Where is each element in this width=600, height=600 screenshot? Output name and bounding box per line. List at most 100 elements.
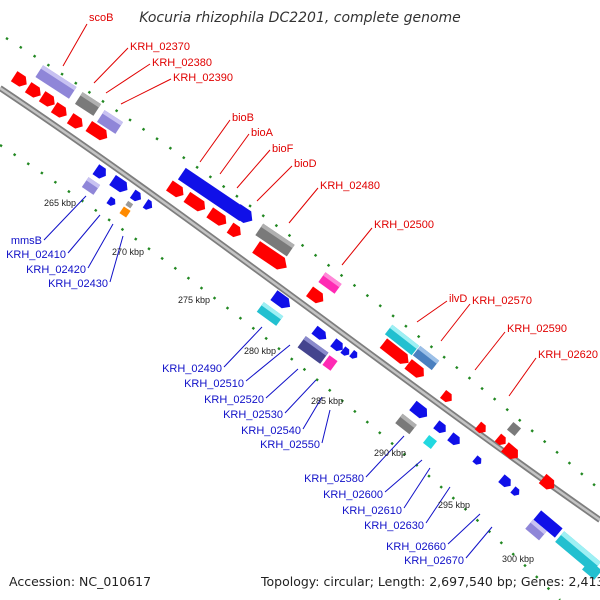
feature-reverse-blue[interactable] <box>498 474 514 489</box>
gene-label[interactable]: KRH_02370 <box>130 41 190 53</box>
feature-KRH_02430[interactable] <box>125 200 134 209</box>
gene-label[interactable]: KRH_02600 <box>323 489 383 501</box>
feature-reverse-blue[interactable] <box>109 174 131 195</box>
feature-forward-red[interactable] <box>501 442 522 462</box>
gene-label[interactable]: KRH_02580 <box>304 473 364 485</box>
feature-reverse-blue[interactable] <box>142 199 155 212</box>
gene-label[interactable]: KRH_02620 <box>538 349 598 361</box>
feature-reverse-blue[interactable] <box>340 346 351 357</box>
position-ticks: 265 kbp 270 kbp 275 kbp 280 kbp 285 kbp … <box>44 198 534 564</box>
feature-forward-red[interactable] <box>50 102 70 120</box>
feature-KRH_02660[interactable] <box>533 510 563 538</box>
feature-mmsB[interactable] <box>81 177 101 195</box>
genome-backbone-highlight <box>0 86 600 522</box>
feature-KRH_02600[interactable] <box>447 432 463 447</box>
feature-forward-red[interactable] <box>85 120 111 143</box>
feature-forward-red[interactable] <box>474 421 489 436</box>
feature-reverse-blue[interactable] <box>129 189 144 204</box>
feature-KRH_02480[interactable] <box>255 223 295 257</box>
feature-KRH_02570[interactable] <box>412 345 440 371</box>
outer-dotted-track <box>5 36 600 491</box>
feature-KRH_02540[interactable] <box>322 355 338 371</box>
gene-label[interactable]: KRH_02430 <box>48 278 108 290</box>
gene-label[interactable]: mmsB <box>11 235 42 247</box>
gene-label[interactable]: bioB <box>232 112 254 124</box>
feature-KRH_02420[interactable] <box>119 206 131 218</box>
gene-label[interactable]: scoB <box>89 12 113 24</box>
feature-forward-red[interactable] <box>226 222 244 240</box>
forward-strand-labels: scoB KRH_02370 KRH_02380 KRH_02390 bioB … <box>89 12 598 361</box>
callout-line <box>302 396 323 430</box>
position-tick: 290 kbp <box>374 448 406 458</box>
feature-KRH_02410[interactable] <box>106 196 117 207</box>
position-tick: 265 kbp <box>44 198 76 208</box>
gene-label[interactable]: KRH_02500 <box>374 219 434 231</box>
feature-KRH_02390[interactable] <box>96 110 124 134</box>
feature-bioA[interactable] <box>232 204 257 226</box>
gene-label[interactable]: KRH_02420 <box>26 264 86 276</box>
gene-label[interactable]: bioA <box>251 127 274 139</box>
feature-reverse-blue[interactable] <box>270 290 293 311</box>
feature-KRH_02520[interactable] <box>297 336 329 364</box>
feature-KRH_02370[interactable] <box>74 92 102 116</box>
feature-reverse-blue[interactable] <box>510 486 521 497</box>
gene-label[interactable]: KRH_02530 <box>223 409 283 421</box>
feature-KRH_02500[interactable] <box>318 272 342 294</box>
feature-forward-red[interactable] <box>379 338 413 367</box>
feature-KRH_02670[interactable] <box>525 519 547 541</box>
reverse-strand-labels: mmsB KRH_02410 KRH_02420 KRH_02430 KRH_0… <box>6 235 464 567</box>
feature-KRH_02510[interactable] <box>311 325 329 343</box>
feature-reverse-cyan[interactable] <box>582 560 600 580</box>
feature-bioD[interactable] <box>206 207 229 228</box>
feature-bioF[interactable] <box>183 191 209 214</box>
position-tick: 270 kbp <box>112 247 144 257</box>
gene-label[interactable]: KRH_02410 <box>6 249 66 261</box>
feature-forward-red[interactable] <box>24 82 44 100</box>
feature-forward-red[interactable] <box>404 359 427 381</box>
feature-reverse-blue[interactable] <box>330 338 346 353</box>
gene-label[interactable]: KRH_02660 <box>386 541 446 553</box>
callout-line <box>416 300 448 323</box>
feature-forward-red[interactable] <box>166 180 187 200</box>
gene-label[interactable]: KRH_02630 <box>364 520 424 532</box>
feature-forward-red[interactable] <box>538 473 558 493</box>
genome-title: Kocuria rhizophila DC2201, complete geno… <box>139 10 461 26</box>
gene-label[interactable]: KRH_02540 <box>241 425 301 437</box>
feature-forward-red[interactable] <box>10 71 30 89</box>
feature-reverse-blue[interactable] <box>409 400 431 422</box>
gene-label[interactable]: KRH_02670 <box>404 555 464 567</box>
gene-label[interactable]: KRH_02380 <box>152 57 212 69</box>
gene-label[interactable]: KRH_02520 <box>204 394 264 406</box>
inner-dotted-track <box>0 143 561 600</box>
feature-KRH_02630[interactable] <box>472 455 483 466</box>
feature-scoB[interactable] <box>35 65 77 99</box>
feature-forward-red[interactable] <box>494 433 509 448</box>
feature-forward-red[interactable] <box>66 113 86 131</box>
gene-label[interactable]: KRH_02390 <box>173 72 233 84</box>
gene-label[interactable]: bioD <box>294 158 317 170</box>
gene-label[interactable]: bioF <box>272 143 294 155</box>
gene-label[interactable]: ilvD <box>449 293 467 305</box>
feature-KRH_02610[interactable] <box>422 434 438 450</box>
gene-label[interactable]: KRH_02570 <box>472 295 532 307</box>
gene-label[interactable]: KRH_02480 <box>320 180 380 192</box>
gene-label[interactable]: KRH_02550 <box>260 439 320 451</box>
feature-reverse-blue[interactable] <box>349 350 359 361</box>
feature-KRH_02620[interactable] <box>506 421 522 437</box>
feature-KRH_02490[interactable] <box>256 302 284 326</box>
feature-reverse-blue[interactable] <box>433 420 449 435</box>
feature-forward-red[interactable] <box>252 241 291 273</box>
feature-forward-red[interactable] <box>38 91 58 109</box>
gene-label[interactable]: KRH_02610 <box>342 505 402 517</box>
gene-label[interactable]: KRH_02510 <box>184 378 244 390</box>
gene-label[interactable]: KRH_02590 <box>507 323 567 335</box>
feature-bioB[interactable] <box>177 167 253 225</box>
feature-reverse-blue[interactable] <box>92 164 109 181</box>
feature-KRH_02590[interactable] <box>439 389 455 405</box>
feature-forward-red[interactable] <box>306 286 327 306</box>
gene-label[interactable]: KRH_02490 <box>162 363 222 375</box>
feature-KRH_02580[interactable] <box>395 413 417 435</box>
feature-ilvD[interactable] <box>384 324 420 356</box>
callout-line <box>474 331 506 371</box>
